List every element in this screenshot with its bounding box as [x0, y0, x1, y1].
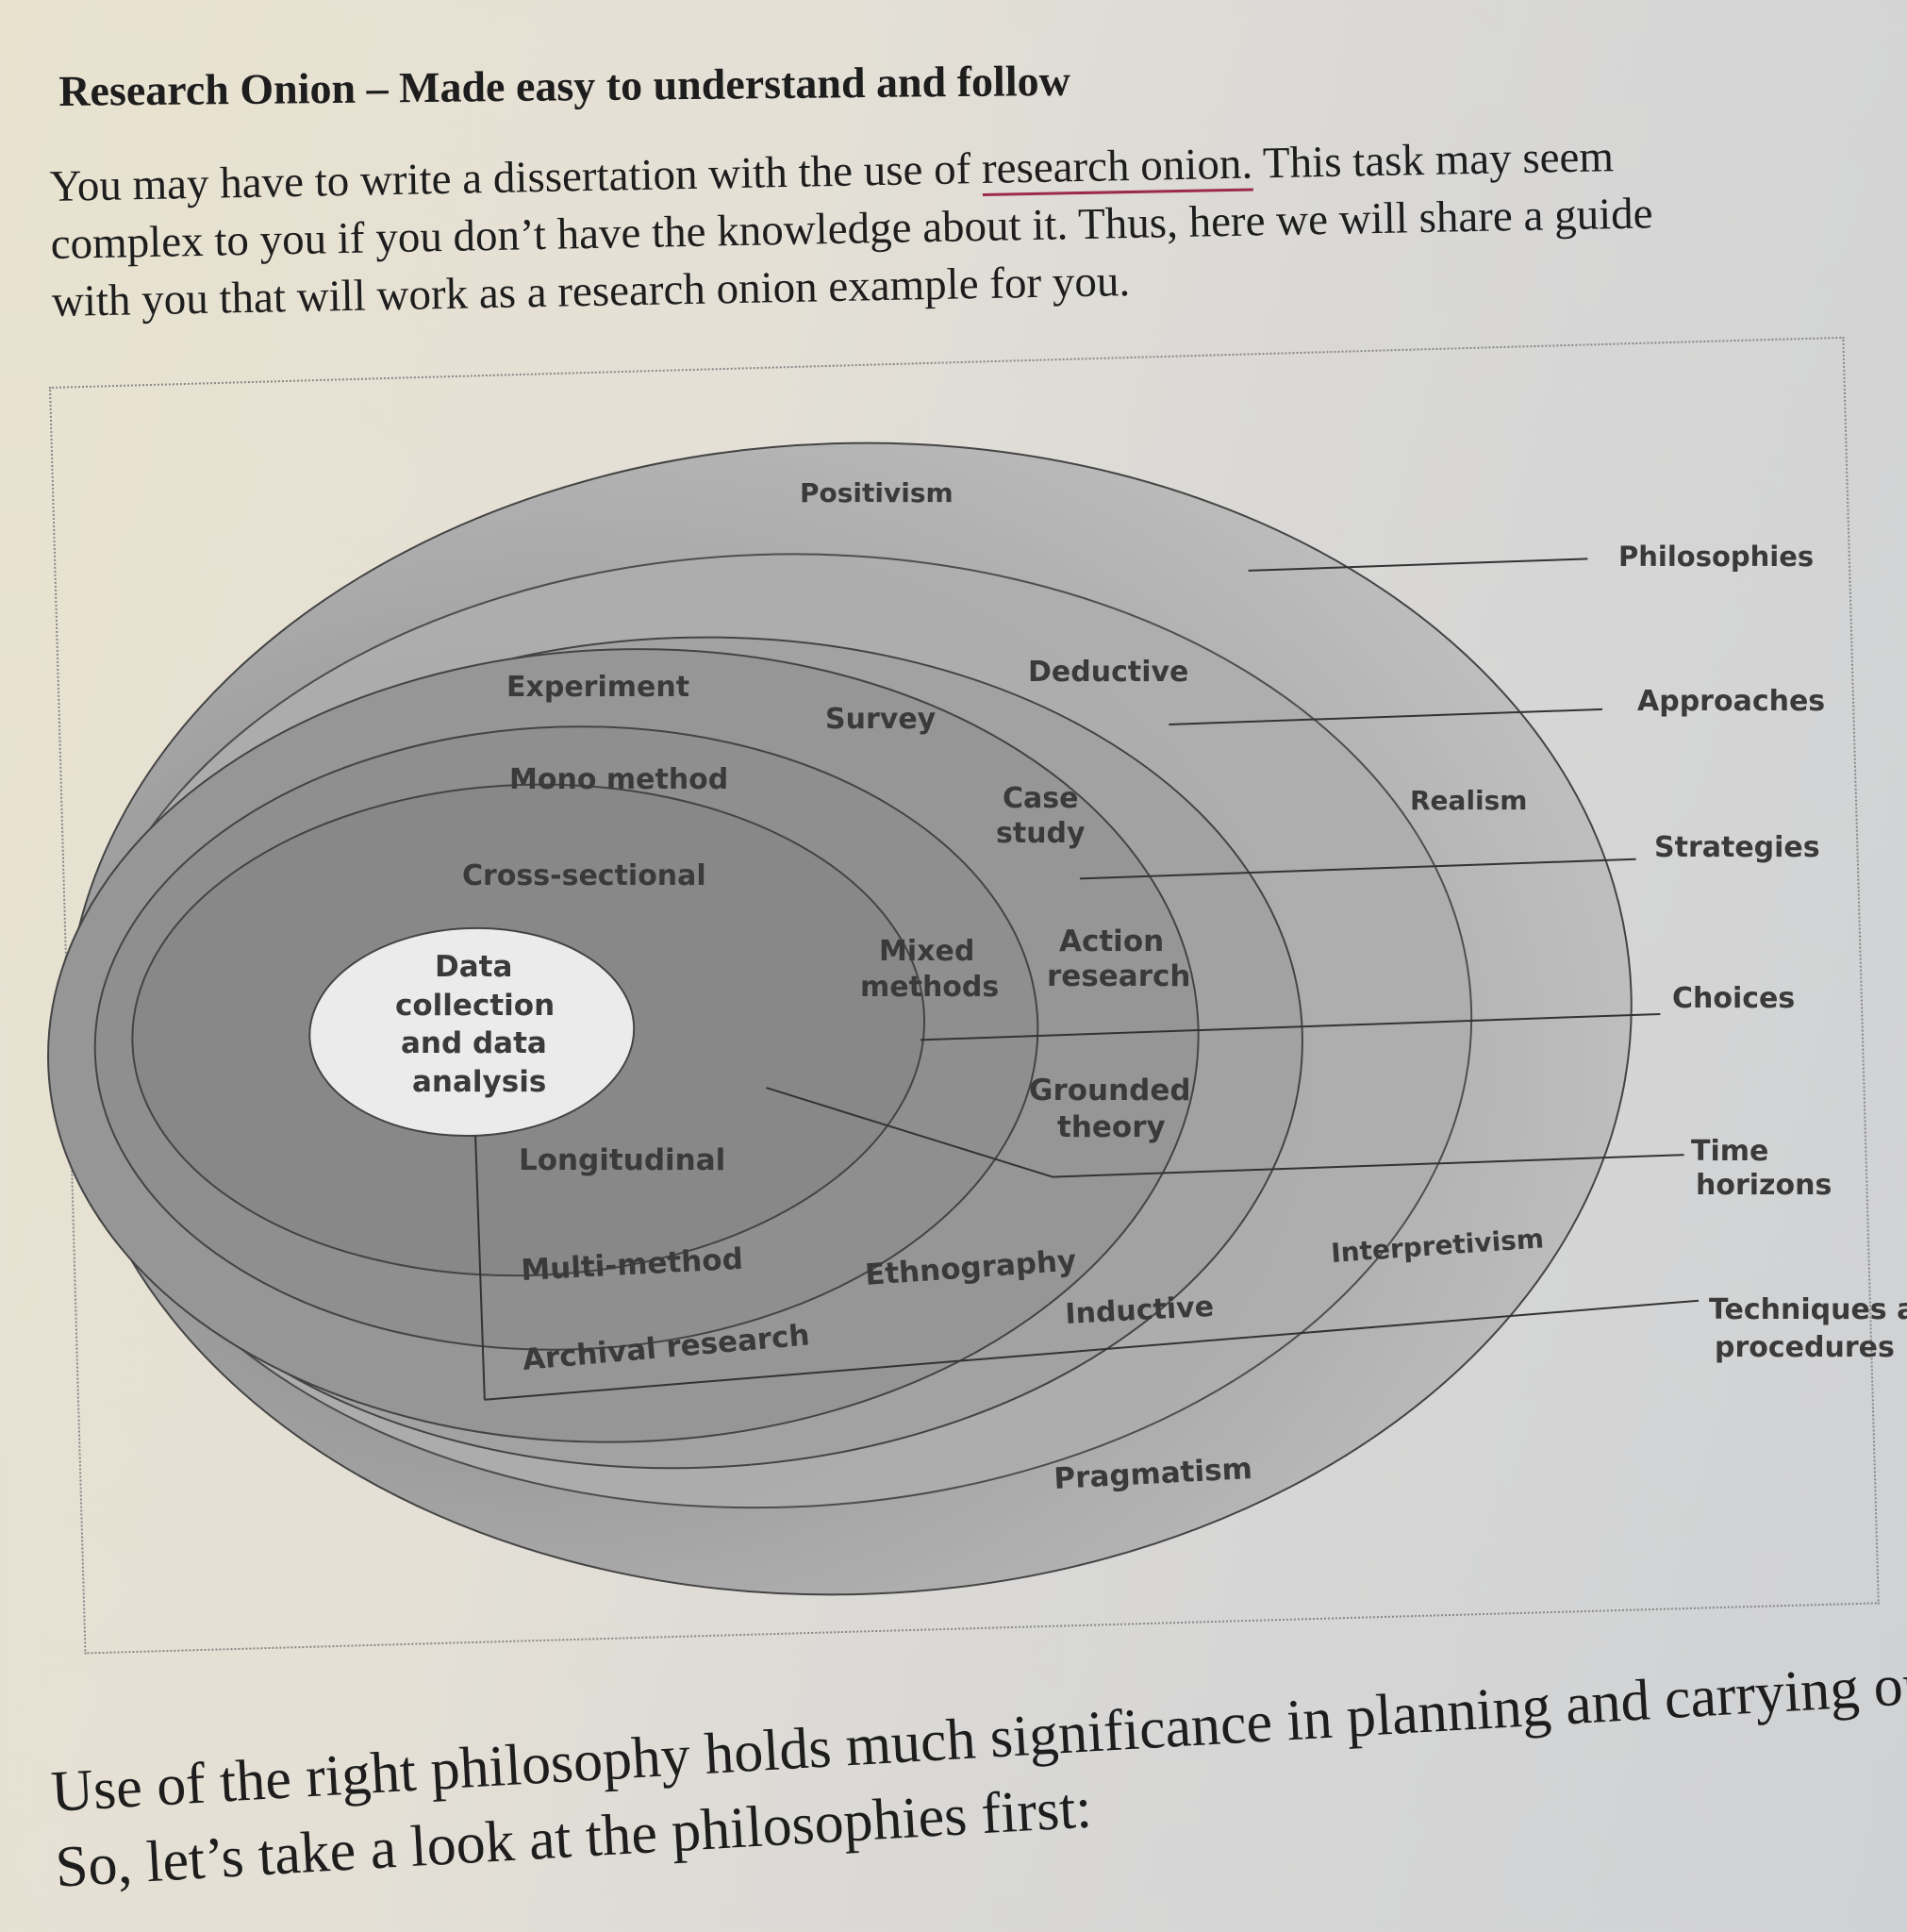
label-action-research-2: research [1047, 959, 1190, 993]
leader-line-techniques-vert [474, 1135, 486, 1400]
label-mixed-methods-2: methods [860, 971, 999, 1004]
leader-line-approaches [1169, 708, 1603, 725]
label-positivism: Positivism [800, 477, 954, 508]
label-case-study-1: Case [1003, 782, 1078, 815]
label-mixed-methods-1: Mixed [879, 935, 974, 968]
leader-line-time [1052, 1154, 1684, 1178]
leader-line-techniques [484, 1299, 1700, 1401]
label-experiment: Experiment [506, 671, 689, 704]
leader-line-philosophies [1248, 558, 1588, 572]
label-grounded-theory-1: Grounded [1029, 1074, 1191, 1108]
layer-strategies: Strategies [1654, 831, 1820, 864]
layer-techniques-1: Techniques a [1709, 1293, 1907, 1326]
label-cross-sectional: Cross-sectional [462, 859, 706, 892]
label-deductive: Deductive [1028, 656, 1188, 689]
label-mono-method: Mono method [509, 763, 728, 796]
label-case-study-2: study [996, 817, 1086, 850]
layer-choices: Choices [1672, 982, 1795, 1015]
label-survey: Survey [825, 703, 937, 736]
layer-philosophies: Philosophies [1618, 541, 1814, 573]
label-core-4: analysis [412, 1065, 546, 1099]
leader-line-strategies [1079, 858, 1636, 880]
layer-time-1: Time [1691, 1135, 1768, 1168]
layer-approaches: Approaches [1637, 685, 1825, 718]
leader-line-time-diag [766, 1087, 1053, 1178]
leader-line-choices [920, 1012, 1661, 1041]
label-inductive: Inductive [1065, 1291, 1215, 1331]
label-grounded-theory-2: theory [1057, 1110, 1166, 1144]
label-action-research-1: Action [1059, 924, 1164, 958]
label-longitudinal: Longitudinal [519, 1143, 725, 1177]
layer-techniques-2: procedures [1715, 1331, 1895, 1364]
label-core-3: and data [401, 1026, 547, 1060]
layer-time-2: horizons [1696, 1169, 1832, 1202]
label-core-2: collection [395, 989, 555, 1023]
label-core-1: Data [435, 950, 512, 984]
label-realism: Realism [1410, 785, 1527, 816]
